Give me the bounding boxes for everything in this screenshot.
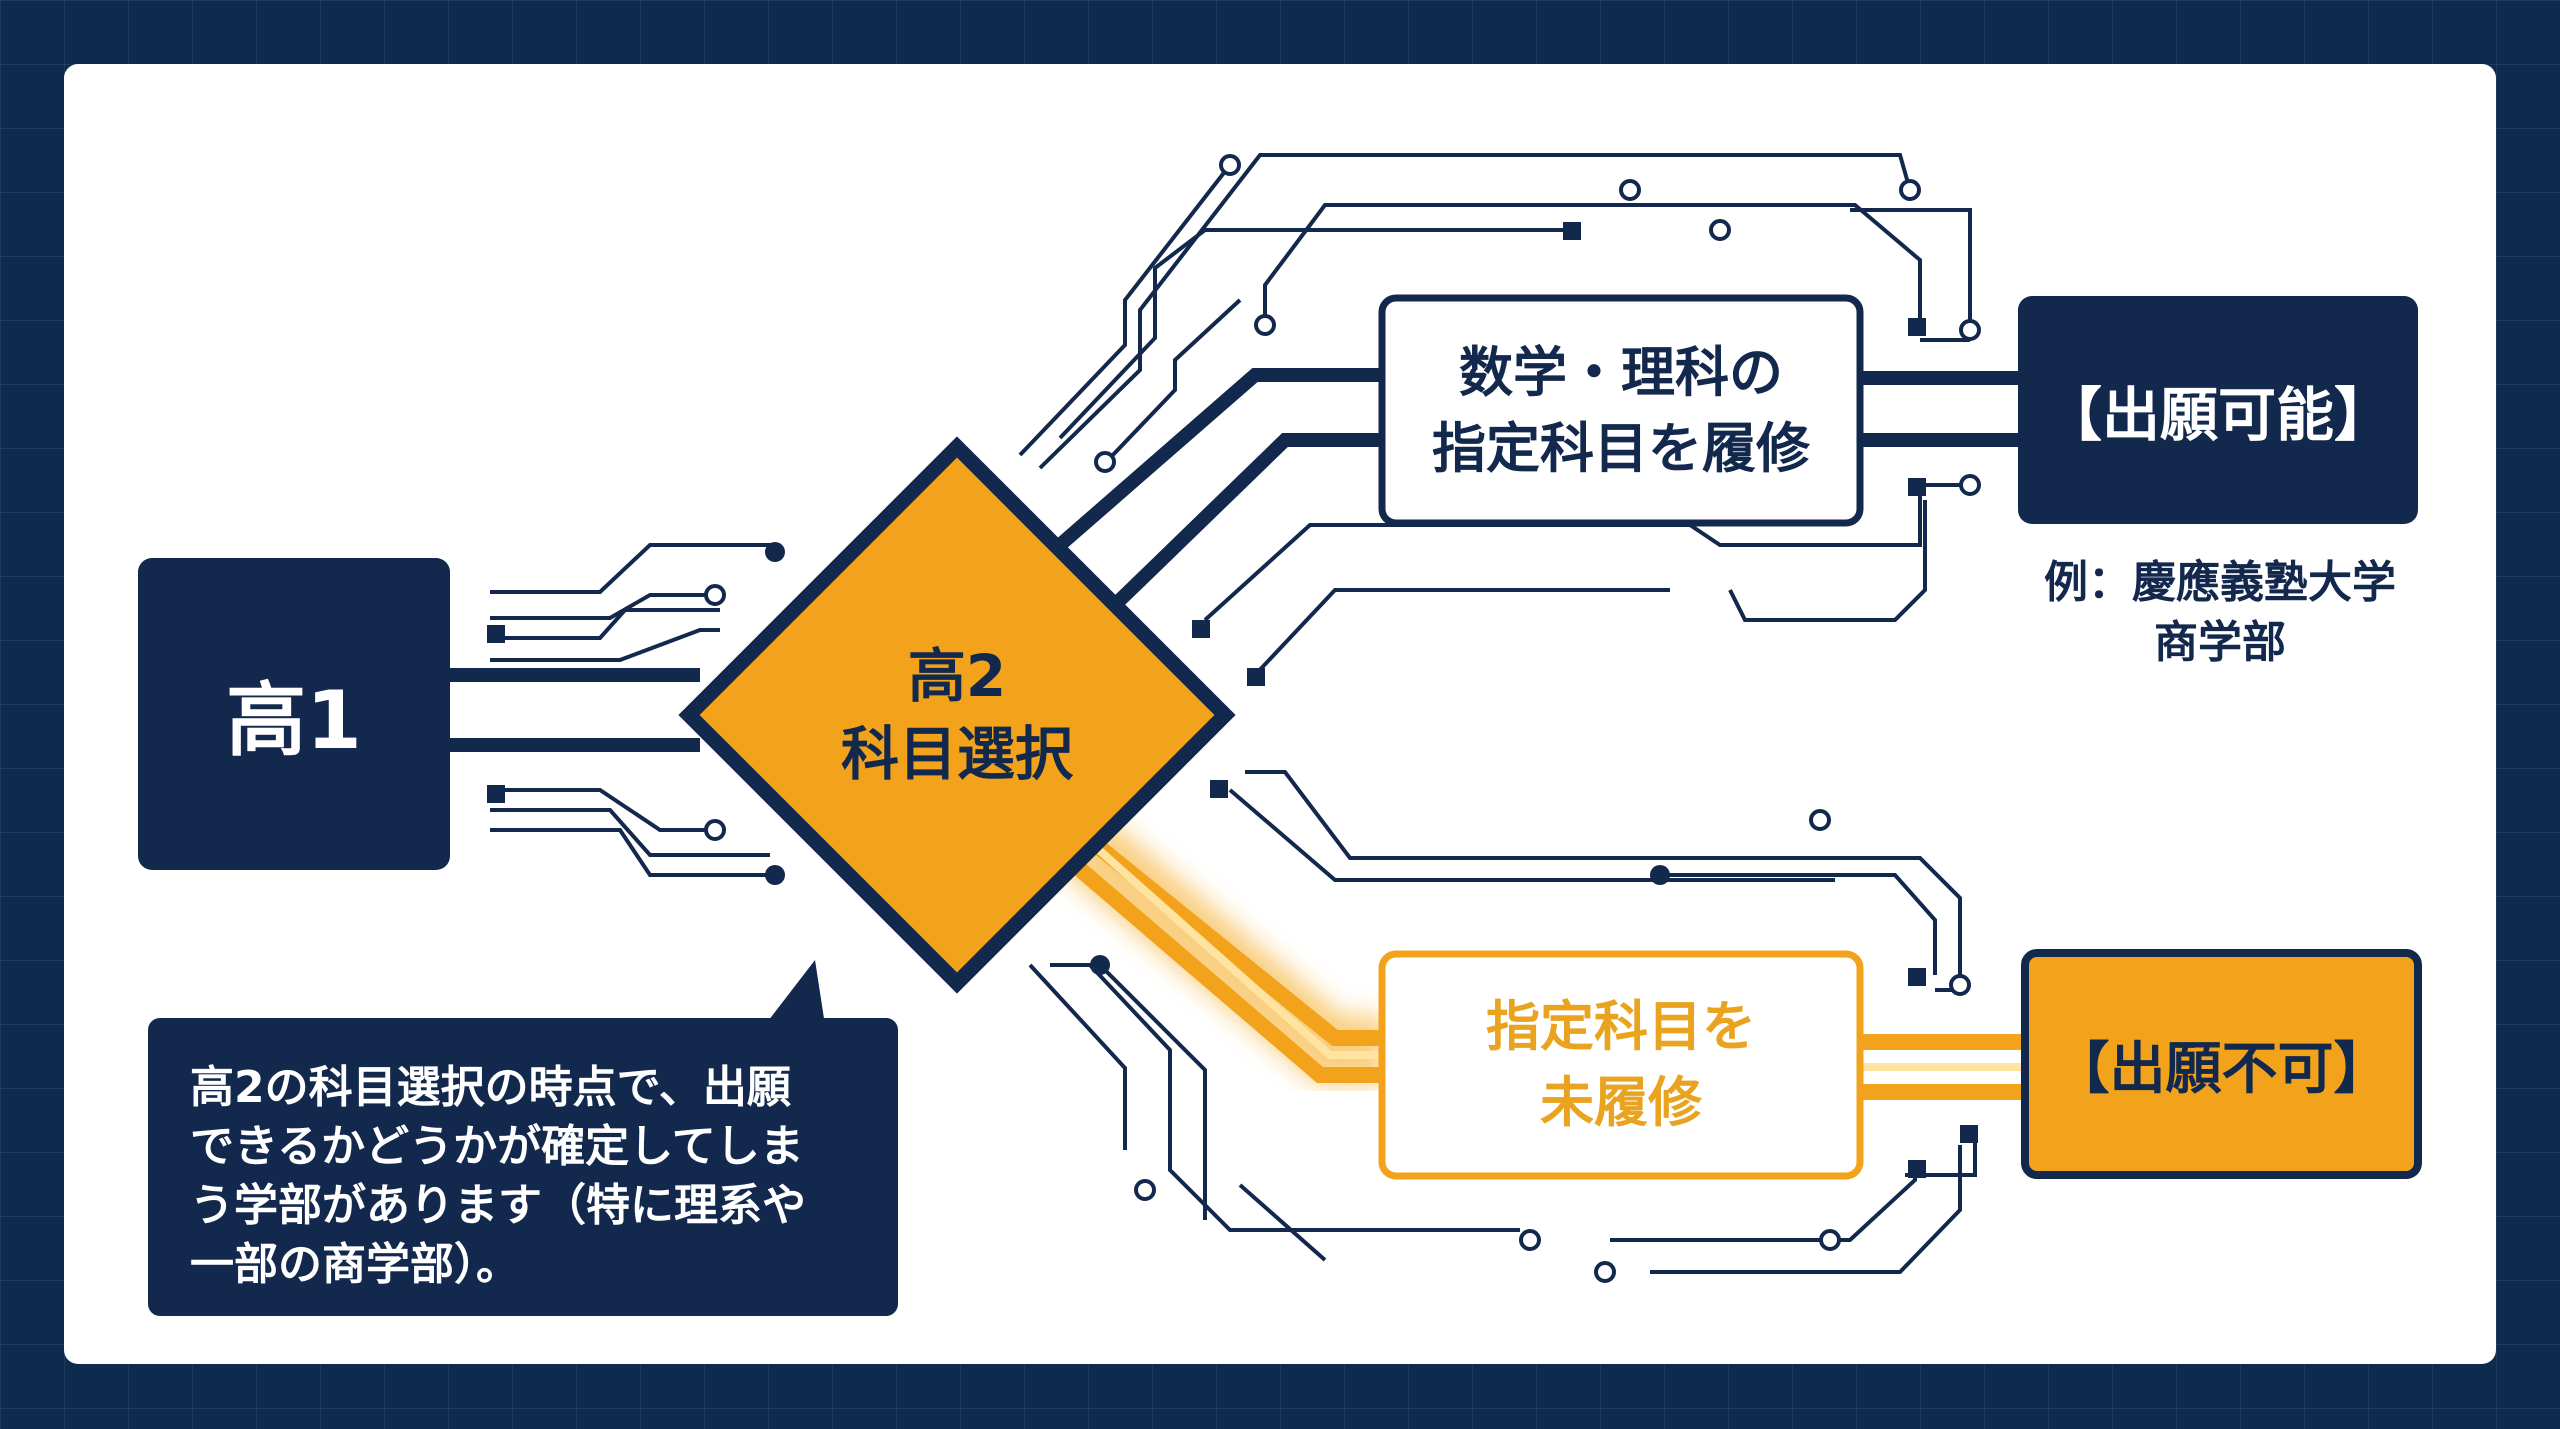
upper-condition-line-1: 数学・理科の [1459,340,1783,404]
upper-result-box [2018,296,2418,524]
note-text: 高2の科目選択の時点で、出願 できるかどうかが確定してしま う学部があります（特… [150,1018,895,1313]
lower-result-box [2021,949,2422,1179]
note-line-1: 高2の科目選択の時点で、出願 [190,1062,791,1113]
highlight-path [1062,818,2030,1103]
lower-result-label: 【出願不可】 [2025,953,2418,1175]
example-line-1: 例：慶應義塾大学 [2044,557,2396,608]
circuit-pads [487,222,1978,1178]
circuit-terminals [704,154,1981,1283]
note-bubble [148,960,898,1316]
upper-result-text: 【出願可能】 [2043,381,2392,449]
example-line-2: 商学部 [2154,617,2286,668]
upper-condition-label: 数学・理科の 指定科目を履修 [1382,298,1860,523]
note-line-3: う学部があります（特に理系や [190,1180,806,1231]
start-node-text: 高1 [226,674,362,767]
decision-node-label: 高2 科目選択 [757,615,1157,815]
decision-line-2: 科目選択 [840,720,1073,788]
lower-condition-label: 指定科目を 未履修 [1382,954,1860,1176]
lower-condition-box [1378,950,1864,1180]
upper-condition-box [1378,294,1864,527]
start-node [138,558,450,870]
note-line-2: できるかどうかが確定してしま [190,1121,804,1172]
decision-node [678,436,1236,994]
lower-condition-line-2: 未履修 [1540,1071,1702,1134]
lower-result-text: 【出願不可】 [2053,1036,2390,1102]
upper-condition-line-2: 指定科目を履修 [1432,416,1810,480]
circuit-traces [490,153,1977,1274]
lower-condition-line-1: 指定科目を [1486,995,1756,1058]
example-label: 例：慶應義塾大学 商学部 [2010,548,2430,678]
note-line-4: 一部の商学部）。 [190,1239,520,1290]
decision-line-1: 高2 [907,642,1007,710]
upper-result-label: 【出願可能】 [2018,296,2418,524]
main-connectors [450,368,2020,752]
start-node-label: 高1 [138,558,450,870]
